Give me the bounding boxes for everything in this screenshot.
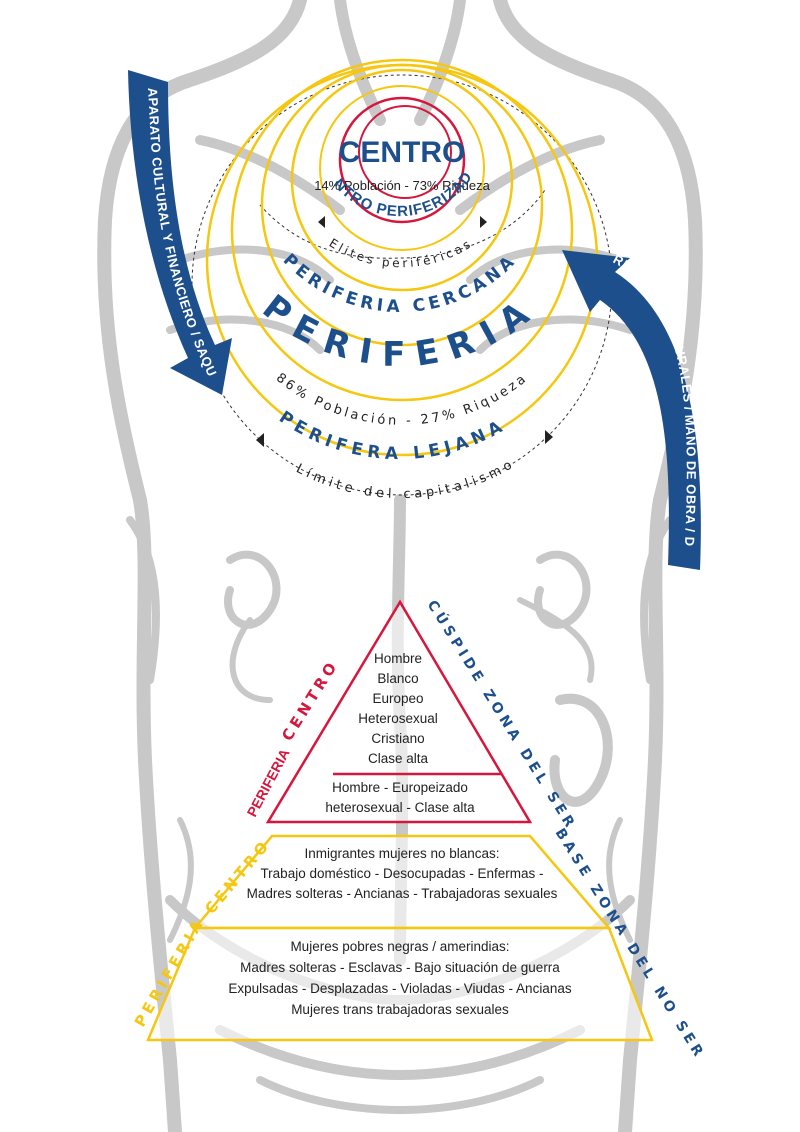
upper-bottom-lines: Hombre - Europeizado heterosexual - Clas… (325, 780, 475, 815)
centro-inner-red-circle (358, 105, 452, 199)
elites-label: Elites periféricas (327, 236, 476, 271)
lower-line: Mujeres trans trabajadoras sexuales (291, 1002, 509, 1017)
upper-line: Cristiano (371, 731, 424, 746)
upper-pyramid: Hombre Blanco Europeo Heterosexual Crist… (244, 597, 581, 834)
lower-top-lines: Inmigrantes mujeres no blancas: Trabajo … (247, 846, 558, 901)
periferia-circle (230, 58, 574, 402)
upper-line: Blanco (377, 671, 418, 686)
centro-red-circle (338, 96, 466, 224)
centro-stats: 14% Población - 73% Riqueza (314, 178, 490, 193)
lower-pyramid: Inmigrantes mujeres no blancas: Trabajo … (131, 826, 708, 1063)
lower-bottom-lines: Mujeres pobres negras / amerindias: Madr… (228, 939, 571, 1017)
lower-line: Expulsadas - Desplazadas - Violadas - Vi… (228, 981, 571, 996)
lower-lower-trapezoid (146, 926, 654, 1042)
concentric-circles (205, 58, 599, 457)
periferia-cercana-circle (260, 63, 544, 347)
centro-label: CENTRO (339, 136, 466, 169)
upper-top-lines: Hombre Blanco Europeo Heterosexual Crist… (358, 651, 438, 766)
upper-line: Hombre - Europeizado (332, 780, 468, 795)
arc-markers (256, 216, 553, 447)
lower-line: Trabajo doméstico - Desocupadas - Enferm… (260, 866, 543, 881)
upper-pyramid-triangle (265, 599, 533, 824)
inner-yellow-circle (319, 85, 485, 251)
lower-line: Inmigrantes mujeres no blancas: (304, 846, 499, 861)
limite-left-marker (256, 433, 264, 447)
right-arrow-shape (562, 250, 701, 570)
elites-left-marker (318, 216, 325, 228)
lower-line: Mujeres pobres negras / amerindias: (290, 939, 509, 954)
left-arrow: APARATO CULTURAL Y FINANCIERO / SAQUEO /… (0, 0, 232, 395)
elites-right-marker (480, 216, 487, 228)
left-arrow-shape (128, 70, 232, 395)
upper-line: Heterosexual (358, 711, 438, 726)
upper-line: Clase alta (368, 751, 429, 766)
upper-line: Hombre (374, 651, 422, 666)
centro-periferizado-circle (290, 68, 514, 292)
lower-line: Madres solteras - Ancianas - Trabajadora… (247, 886, 558, 901)
limite-right-marker (545, 430, 553, 444)
lower-line: Madres solteras - Esclavas - Bajo situac… (240, 960, 560, 975)
upper-line: heterosexual - Clase alta (325, 800, 475, 815)
upper-line: Europeo (372, 691, 423, 706)
